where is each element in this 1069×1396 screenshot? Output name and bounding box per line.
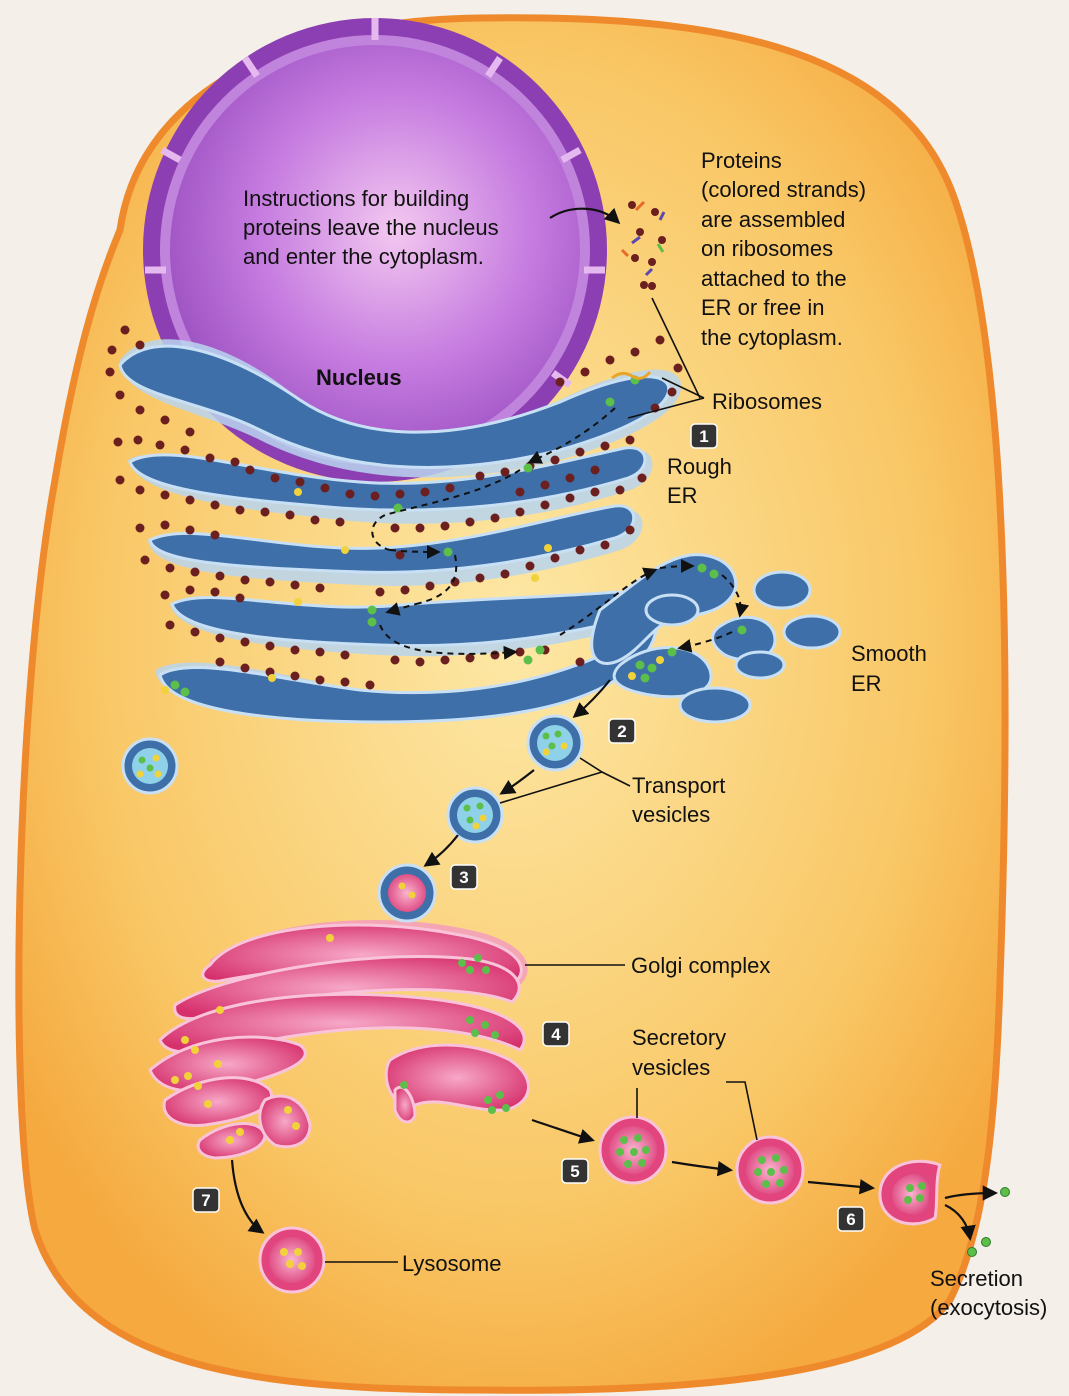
svg-text:and enter the cytoplasm.: and enter the cytoplasm.: [243, 244, 484, 269]
svg-text:7: 7: [201, 1191, 210, 1210]
step-badge-7: 7: [193, 1188, 219, 1212]
step-badge-1: 1: [691, 424, 717, 448]
svg-text:proteins leave the nucleus: proteins leave the nucleus: [243, 215, 499, 240]
secretory-vesicle: [600, 1117, 666, 1183]
svg-text:on ribosomes: on ribosomes: [701, 236, 833, 261]
step-badge-5: 5: [562, 1159, 588, 1183]
svg-text:3: 3: [459, 868, 468, 887]
lysosome: [260, 1228, 324, 1292]
svg-text:Proteins: Proteins: [701, 148, 782, 173]
svg-text:attached to the: attached to the: [701, 266, 847, 291]
step-badge-4: 4: [543, 1022, 569, 1046]
svg-text:(colored strands): (colored strands): [701, 177, 866, 202]
svg-text:Smooth: Smooth: [851, 641, 927, 666]
svg-text:are assembled: are assembled: [701, 207, 845, 232]
svg-text:1: 1: [699, 427, 708, 446]
svg-text:vesicles: vesicles: [632, 802, 710, 827]
svg-text:vesicles: vesicles: [632, 1055, 710, 1080]
svg-text:Secretory: Secretory: [632, 1025, 726, 1050]
svg-text:the cytoplasm.: the cytoplasm.: [701, 325, 843, 350]
step-badge-2: 2: [609, 719, 635, 743]
svg-text:Instructions for building: Instructions for building: [243, 186, 469, 211]
svg-text:5: 5: [570, 1162, 579, 1181]
svg-text:6: 6: [846, 1210, 855, 1229]
step-badge-6: 6: [838, 1207, 864, 1231]
svg-text:2: 2: [617, 722, 626, 741]
svg-text:Secretion: Secretion: [930, 1266, 1023, 1291]
nucleus-label: Nucleus: [316, 365, 402, 390]
nucleus-instructions-label: Instructions for building proteins leave…: [243, 186, 499, 269]
lysosome-label: Lysosome: [402, 1251, 501, 1276]
svg-text:(exocytosis): (exocytosis): [930, 1295, 1047, 1320]
svg-text:4: 4: [551, 1025, 561, 1044]
svg-text:Transport: Transport: [632, 773, 725, 798]
svg-text:Rough: Rough: [667, 454, 732, 479]
svg-text:ER: ER: [851, 671, 882, 696]
svg-text:ER or free in: ER or free in: [701, 295, 825, 320]
step-badge-3: 3: [451, 865, 477, 889]
secretory-vesicle: [737, 1137, 803, 1203]
exocytosis-vesicle: [880, 1161, 940, 1224]
golgi-complex-label: Golgi complex: [631, 953, 770, 978]
svg-text:ER: ER: [667, 483, 698, 508]
transport-vesicle: [123, 739, 177, 793]
transport-vesicle: [528, 716, 582, 770]
ribosomes-label: Ribosomes: [712, 389, 822, 414]
transport-vesicle: [448, 788, 502, 842]
